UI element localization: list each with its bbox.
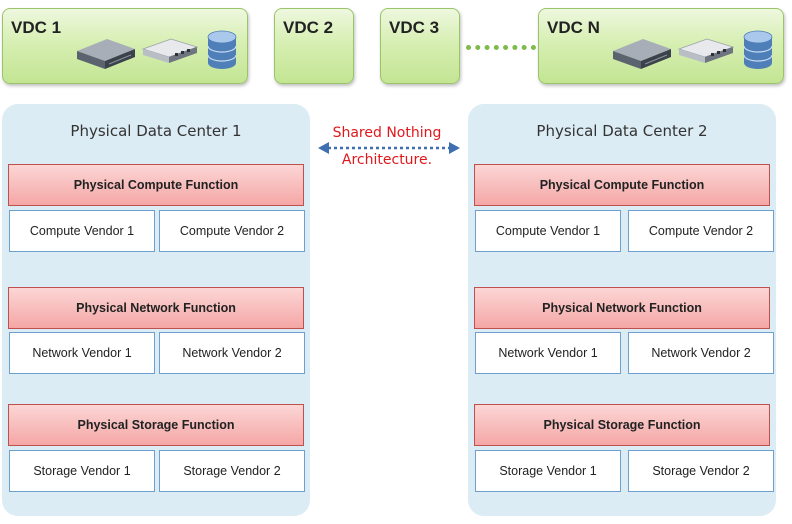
physical-data-center-1: Physical Data Center 1 Physical Compute … bbox=[2, 104, 310, 516]
shared-nothing-line2: Architecture. bbox=[341, 152, 433, 168]
compute-vendor-2: Compute Vendor 2 bbox=[159, 210, 305, 252]
network-vendor-2: Network Vendor 2 bbox=[159, 332, 305, 374]
database-icon bbox=[207, 30, 237, 69]
ellipsis-connector bbox=[466, 45, 536, 50]
compute-vendor-1: Compute Vendor 1 bbox=[9, 210, 155, 252]
storage-function: Physical Storage Function bbox=[8, 404, 304, 446]
network-vendor-1: Network Vendor 1 bbox=[475, 332, 621, 374]
network-function: Physical Network Function bbox=[8, 287, 304, 329]
compute-function: Physical Compute Function bbox=[474, 164, 770, 206]
storage-vendor-2: Storage Vendor 2 bbox=[159, 450, 305, 492]
network-function: Physical Network Function bbox=[474, 287, 770, 329]
double-arrow-icon bbox=[318, 142, 460, 154]
storage-vendor-2: Storage Vendor 2 bbox=[628, 450, 774, 492]
data-center-title: Physical Data Center 1 bbox=[70, 122, 242, 140]
vdc-1: VDC 1 bbox=[2, 8, 248, 84]
server-icon bbox=[613, 39, 671, 69]
vdc-3: VDC 3 bbox=[380, 8, 460, 84]
vdc-2: VDC 2 bbox=[274, 8, 354, 84]
storage-vendor-1: Storage Vendor 1 bbox=[475, 450, 621, 492]
shared-nothing-line1: Shared Nothing bbox=[332, 125, 442, 141]
vdc-label: VDC 2 bbox=[283, 18, 334, 37]
network-vendor-2: Network Vendor 2 bbox=[628, 332, 774, 374]
server-icon bbox=[77, 39, 135, 69]
switch-icon bbox=[141, 38, 199, 63]
storage-vendor-1: Storage Vendor 1 bbox=[9, 450, 155, 492]
network-vendor-1: Network Vendor 1 bbox=[9, 332, 155, 374]
compute-vendor-1: Compute Vendor 1 bbox=[475, 210, 621, 252]
vdc-n: VDC N bbox=[538, 8, 784, 84]
shared-nothing-label: Shared Nothing Architecture. bbox=[312, 120, 462, 174]
database-icon bbox=[743, 30, 773, 69]
compute-function: Physical Compute Function bbox=[8, 164, 304, 206]
compute-vendor-2: Compute Vendor 2 bbox=[628, 210, 774, 252]
vdc-label: VDC 3 bbox=[389, 18, 440, 37]
switch-icon bbox=[677, 38, 735, 63]
data-center-title: Physical Data Center 2 bbox=[536, 122, 708, 140]
storage-function: Physical Storage Function bbox=[474, 404, 770, 446]
physical-data-center-2: Physical Data Center 2 Physical Compute … bbox=[468, 104, 776, 516]
vdc-label: VDC N bbox=[547, 18, 600, 37]
vdc-label: VDC 1 bbox=[11, 18, 62, 37]
